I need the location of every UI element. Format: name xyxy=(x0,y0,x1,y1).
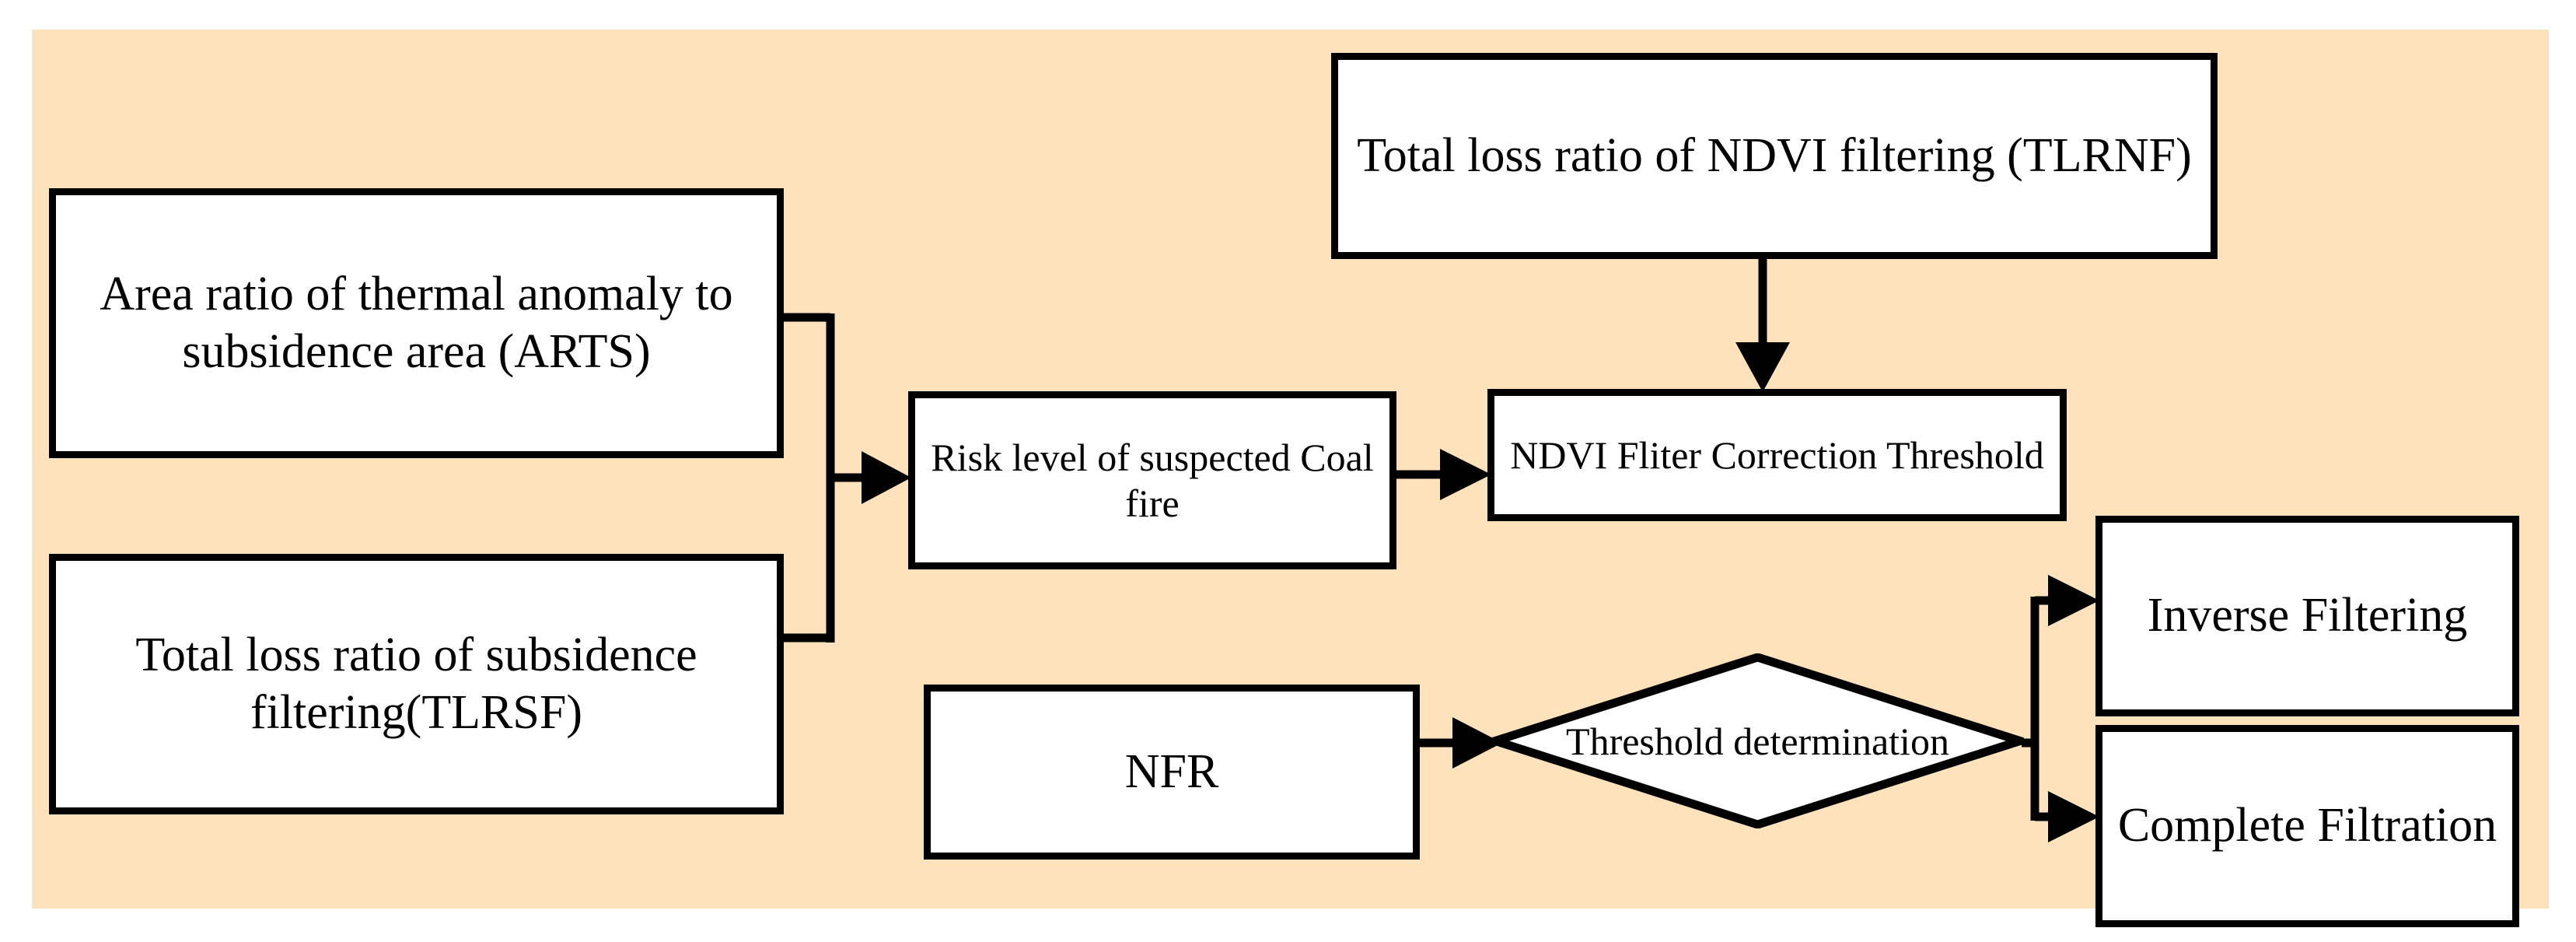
node-total-loss-ratio-subsidence-filtering[interactable]: Total loss ratio of subsidence filtering… xyxy=(49,554,784,814)
node-risk-level-suspected-coal-fire[interactable]: Risk level of suspected Coal fire xyxy=(908,391,1396,569)
node-label-arts: Area ratio of thermal anomaly to subside… xyxy=(100,268,733,378)
node-total-loss-ratio-ndvi-filtering[interactable]: Total loss ratio of NDVI filtering (TLRN… xyxy=(1331,53,2218,259)
node-label-complete: Complete Filtration xyxy=(2117,799,2497,853)
node-label-tlrnf: Total loss ratio of NDVI filtering (TLRN… xyxy=(1357,128,2192,182)
node-label-tlrsf: Total loss ratio of subsidence filtering… xyxy=(135,629,697,739)
node-nfr[interactable]: NFR xyxy=(924,685,1420,860)
node-label-nfr: NFR xyxy=(1124,744,1219,798)
node-complete-filtration[interactable]: Complete Filtration xyxy=(2095,725,2519,927)
diamond-shape-icon xyxy=(1491,653,2024,828)
node-threshold-determination[interactable]: Threshold determination xyxy=(1491,653,2024,828)
node-inverse-filtering[interactable]: Inverse Filtering xyxy=(2095,516,2519,716)
node-label-ndvi: NDVI Fliter Correction Threshold xyxy=(1510,432,2044,477)
node-label-inverse: Inverse Filtering xyxy=(2147,589,2468,643)
node-ndvi-filter-correction-threshold[interactable]: NDVI Fliter Correction Threshold xyxy=(1487,389,2067,521)
node-label-risk: Risk level of suspected Coal fire xyxy=(931,435,1374,525)
node-area-ratio-thermal-anomaly[interactable]: Area ratio of thermal anomaly to subside… xyxy=(49,188,784,458)
